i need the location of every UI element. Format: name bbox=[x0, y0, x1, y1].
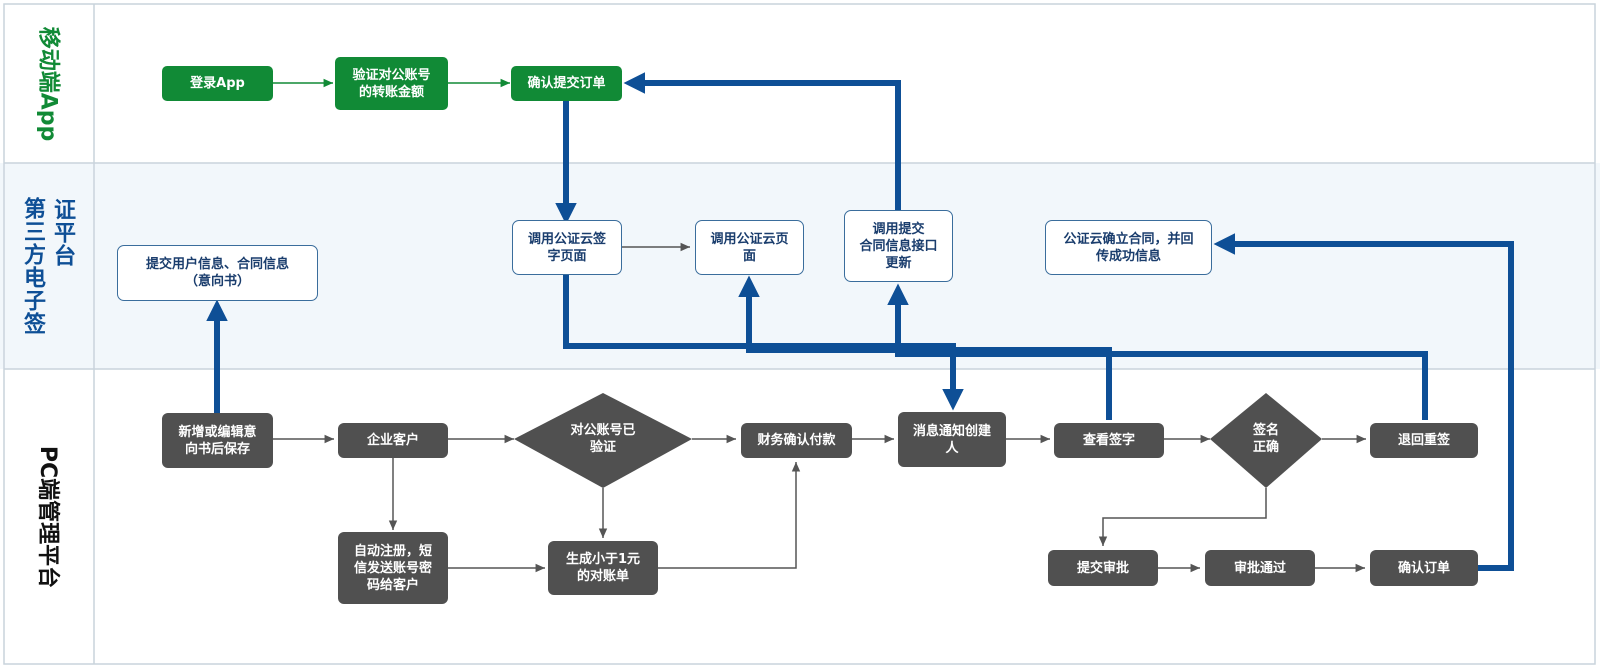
node-sign-correct: 签名 正确 bbox=[1226, 418, 1306, 460]
edge-return-api bbox=[887, 283, 1428, 420]
node-finance-confirm-label: 财务确认付款 bbox=[757, 433, 836, 448]
edge-generate-finance bbox=[658, 462, 801, 569]
lane-label-esign-col1: 第三方电子签 bbox=[20, 197, 45, 335]
node-login-app-label: 登录App bbox=[190, 76, 245, 91]
edge-confirmorder-notary bbox=[1213, 233, 1514, 571]
node-call-submit-api-label: 调用提交 合同信息接口 更新 bbox=[859, 221, 938, 271]
node-call-page: 调用公证云页 面 bbox=[695, 220, 804, 275]
lane-label-esign-col2: 证平台 bbox=[50, 197, 75, 267]
diamond-account-verified bbox=[514, 393, 692, 488]
edge-sign-submit bbox=[1098, 488, 1267, 546]
lane-label-esign: 第三方电子签 证平台 bbox=[0, 163, 94, 369]
node-submit-user-info-label: 提交用户信息、合同信息 （意向书） bbox=[145, 257, 289, 289]
node-confirm-order-label: 确认订单 bbox=[1397, 560, 1450, 576]
node-notary-confirm-label: 公证云确立合同，并回 传成功信息 bbox=[1063, 231, 1194, 264]
node-new-edit-intent: 新增或编辑意 向书后保存 bbox=[162, 413, 273, 468]
node-sign-correct-label: 签名 正确 bbox=[1252, 423, 1279, 455]
node-notify-creator-label: 消息通知创建 人 bbox=[912, 423, 991, 456]
node-confirm-submit-order-label: 确认提交订单 bbox=[527, 76, 606, 91]
node-account-verified: 对公账号已 验证 bbox=[544, 418, 662, 460]
node-notify-creator: 消息通知创建 人 bbox=[898, 412, 1006, 467]
node-return-resign: 退回重签 bbox=[1370, 423, 1478, 458]
node-call-submit-api: 调用提交 合同信息接口 更新 bbox=[844, 210, 953, 282]
node-submit-approval: 提交审批 bbox=[1048, 550, 1158, 586]
node-new-edit-intent-label: 新增或编辑意 向书后保存 bbox=[178, 424, 257, 457]
edge-api-confirm bbox=[623, 72, 901, 210]
node-auto-register-label: 自动注册，短 信发送账号密 码给客户 bbox=[353, 543, 432, 593]
node-auto-register: 自动注册，短 信发送账号密 码给客户 bbox=[338, 532, 448, 604]
node-submit-user-info: 提交用户信息、合同信息 （意向书） bbox=[117, 245, 318, 301]
edge-view-callpage bbox=[738, 275, 1112, 420]
node-confirm-order: 确认订单 bbox=[1370, 550, 1478, 586]
node-notary-confirm: 公证云确立合同，并回 传成功信息 bbox=[1045, 220, 1212, 275]
node-approval-passed-label: 审批通过 bbox=[1233, 560, 1286, 576]
diamond-sign-correct bbox=[1210, 393, 1322, 488]
node-enterprise-customer-label: 企业客户 bbox=[366, 433, 419, 448]
node-submit-approval-label: 提交审批 bbox=[1076, 560, 1129, 576]
node-call-sign-page: 调用公证云签 字页面 bbox=[512, 220, 622, 275]
edge-signpage-notify bbox=[563, 275, 964, 411]
node-confirm-submit-order: 确认提交订单 bbox=[511, 66, 622, 101]
node-call-sign-page-label: 调用公证云签 字页面 bbox=[527, 231, 606, 264]
node-generate-statement: 生成小于1元 的对账单 bbox=[548, 541, 658, 595]
node-finance-confirm: 财务确认付款 bbox=[741, 423, 852, 458]
node-account-verified-label: 对公账号已 验证 bbox=[570, 423, 636, 455]
node-login-app: 登录App bbox=[162, 66, 273, 101]
node-verify-transfer: 验证对公账号 的转账金额 bbox=[335, 57, 448, 110]
node-view-signature-label: 查看签字 bbox=[1082, 433, 1135, 448]
node-approval-passed: 审批通过 bbox=[1205, 550, 1315, 586]
node-verify-transfer-label: 验证对公账号 的转账金额 bbox=[352, 67, 431, 100]
node-enterprise-customer: 企业客户 bbox=[338, 423, 448, 458]
node-view-signature: 查看签字 bbox=[1054, 423, 1164, 458]
node-generate-statement-label: 生成小于1元 的对账单 bbox=[565, 552, 641, 584]
node-call-page-label: 调用公证云页 面 bbox=[710, 231, 789, 264]
node-return-resign-label: 退回重签 bbox=[1397, 433, 1450, 448]
